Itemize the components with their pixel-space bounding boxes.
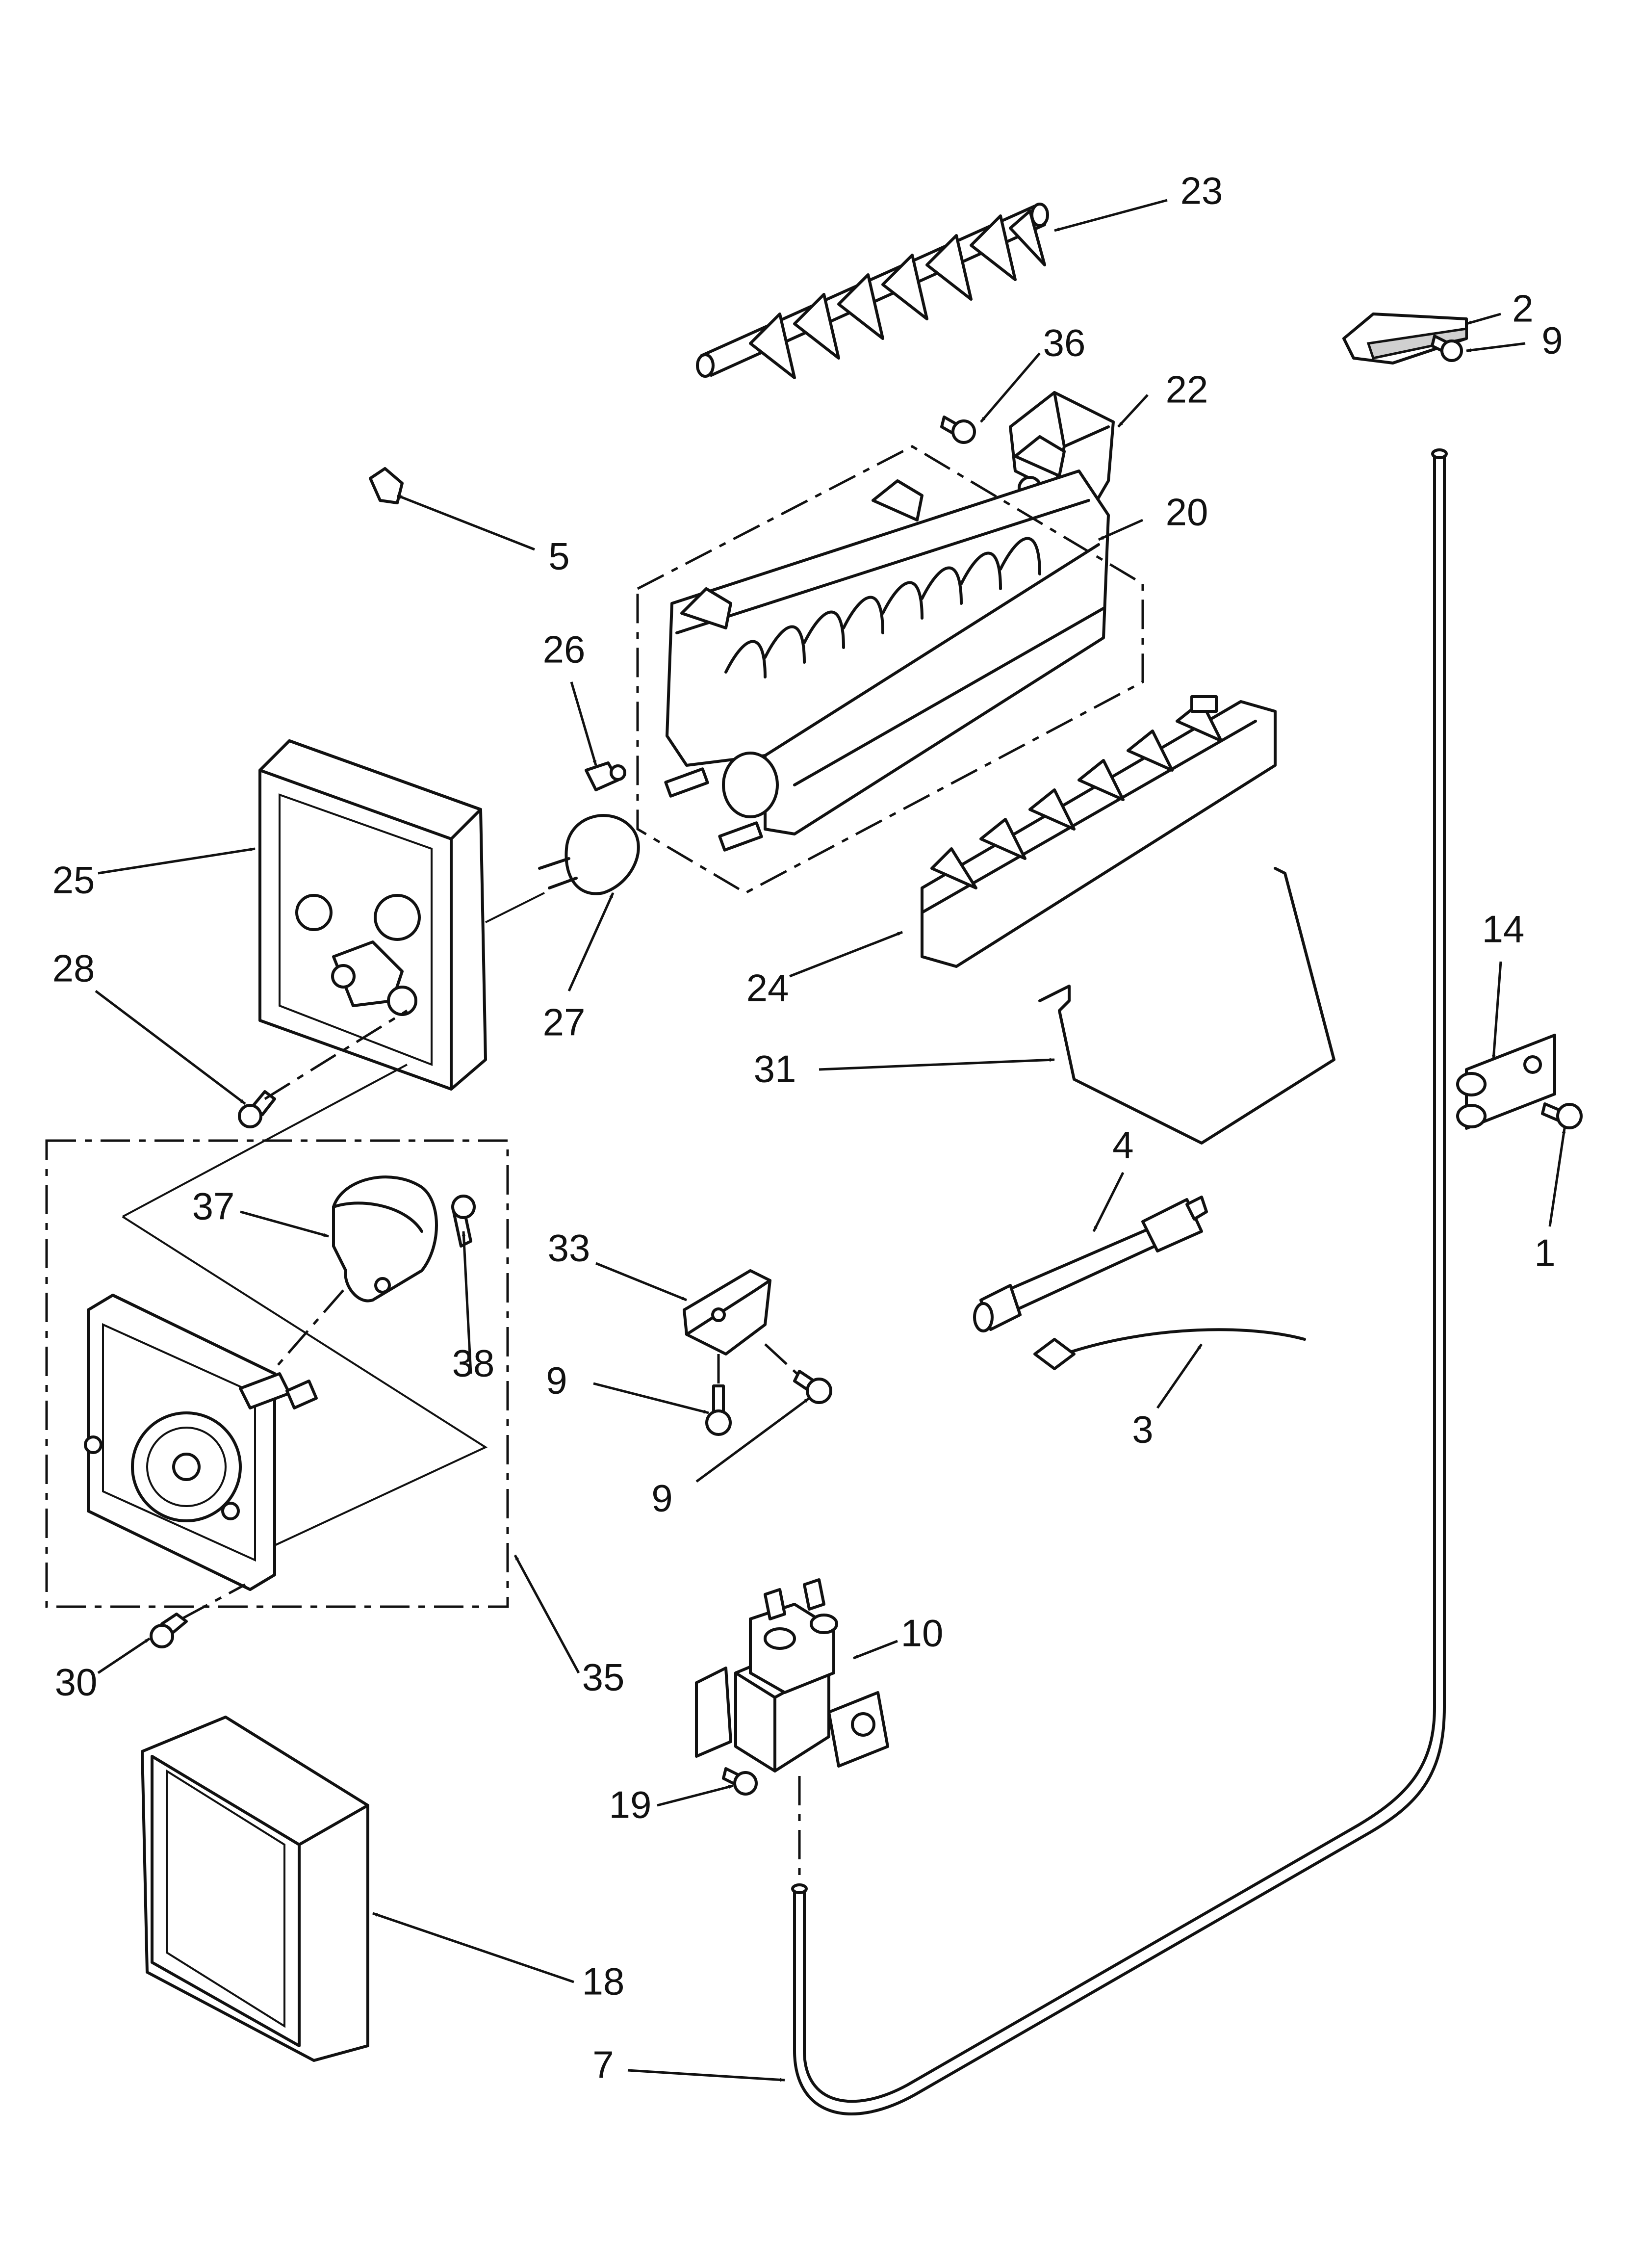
callout-9: 9	[546, 1359, 567, 1402]
callout-1: 1	[1534, 1231, 1555, 1275]
screw-icon	[722, 1767, 758, 1796]
callout-20: 20	[1166, 491, 1208, 534]
assembly-guide-line	[122, 1216, 488, 1546]
callout-33: 33	[548, 1226, 590, 1270]
callout-5: 5	[548, 535, 569, 578]
screw-icon	[1541, 1102, 1583, 1129]
centerline	[764, 1343, 798, 1375]
small-tube	[1033, 1328, 1306, 1370]
callout-19: 19	[609, 1783, 652, 1826]
callout-27: 27	[543, 1001, 586, 1044]
stripper	[921, 695, 1277, 968]
leader-lines	[95, 199, 1566, 2082]
module-assembly	[84, 1294, 318, 1591]
screw-icon	[705, 1384, 732, 1436]
callout-2: 2	[1512, 287, 1533, 330]
housing	[258, 739, 487, 1091]
screw-icon	[150, 1613, 188, 1648]
motor-assembly-box	[45, 1139, 509, 1608]
arm-bracket	[683, 1269, 771, 1356]
tube-clamp	[1456, 1034, 1556, 1130]
water-tube-inner	[793, 452, 1446, 2115]
callout-28: 28	[52, 947, 95, 990]
assembly-guide-line	[122, 1064, 408, 1218]
callout-18: 18	[582, 1960, 625, 2003]
callout-3: 3	[1132, 1408, 1153, 1451]
screw-icon	[451, 1195, 476, 1248]
screw-icon	[1431, 335, 1463, 362]
callout-26: 26	[543, 628, 586, 671]
water-valve	[695, 1578, 889, 1773]
callout-10: 10	[901, 1612, 944, 1655]
callout-4: 4	[1112, 1123, 1133, 1167]
tube-end	[1431, 448, 1448, 459]
ejector-shaft	[696, 203, 1049, 379]
bracket-top-right	[1342, 313, 1468, 365]
callout-labels: 23 2 9 36 22 5 20 26 25 27 24 28 14 31 4…	[52, 169, 1563, 2086]
callout-7: 7	[592, 2043, 614, 2086]
insulation-cover	[141, 1716, 369, 2062]
callout-25: 25	[52, 859, 95, 902]
wire	[485, 892, 545, 923]
shutoff-arm	[1038, 867, 1335, 1145]
thermostat	[585, 761, 626, 791]
centerline	[180, 1583, 246, 1620]
screw-icon	[793, 1370, 832, 1404]
centerline	[274, 1289, 344, 1370]
callout-37: 37	[192, 1185, 235, 1228]
fill-tube	[973, 1196, 1208, 1332]
callout-24: 24	[746, 966, 789, 1010]
water-tube	[803, 452, 1436, 2103]
ice-mold	[664, 435, 1110, 852]
callout-36: 36	[1043, 321, 1086, 365]
callout-35: 35	[582, 1656, 625, 1699]
callout-9: 9	[1541, 319, 1563, 362]
screw-icon	[940, 416, 976, 444]
bimetal-thermostat	[538, 814, 640, 895]
callout-9: 9	[651, 1477, 672, 1520]
clip	[369, 467, 404, 504]
motor	[332, 1175, 438, 1303]
callout-14: 14	[1482, 908, 1525, 951]
tube-end	[791, 1883, 808, 1894]
callout-22: 22	[1166, 368, 1208, 411]
mold-outline-dashed	[636, 445, 1144, 894]
centerline	[264, 1009, 408, 1100]
callout-30: 30	[55, 1661, 98, 1704]
callout-23: 23	[1180, 169, 1223, 212]
callout-38: 38	[452, 1342, 495, 1385]
callout-31: 31	[754, 1047, 796, 1091]
